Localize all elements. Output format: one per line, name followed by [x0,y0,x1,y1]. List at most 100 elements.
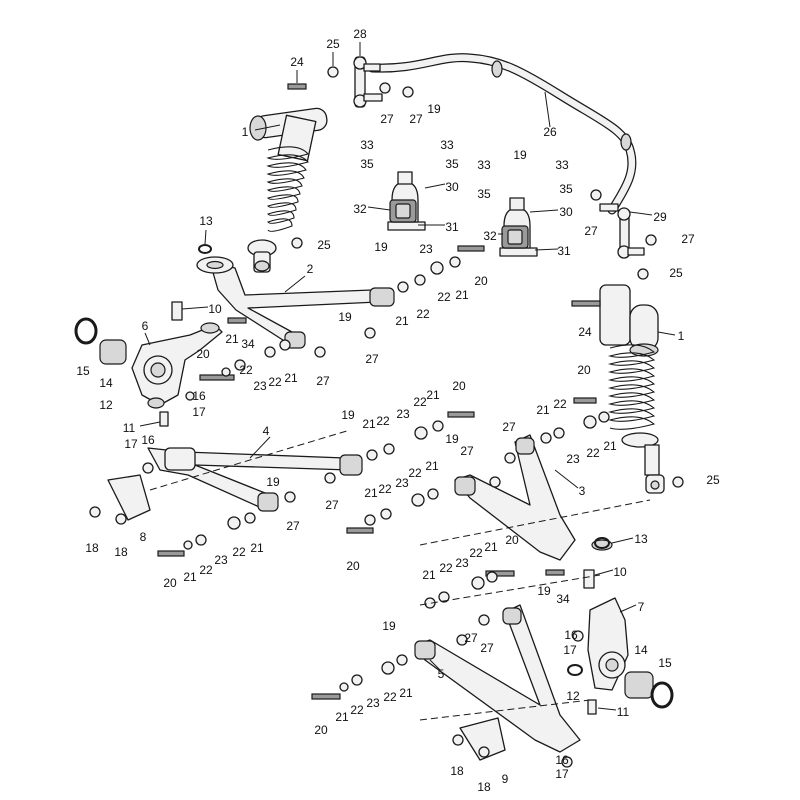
part-callout-12: 12 [99,398,113,412]
part-callout-13: 13 [199,214,213,228]
part-callout-1: 1 [678,329,685,343]
part-callout-22: 22 [383,690,397,704]
leader-lines [139,42,676,711]
part-callout-23: 23 [419,242,433,256]
part-callout-27: 27 [286,519,300,533]
part-callout-27: 27 [584,224,598,238]
part-callout-22: 22 [350,703,364,717]
part-callout-20: 20 [452,379,466,393]
part-callout-22: 22 [199,563,213,577]
part-callout-22: 22 [439,561,453,575]
part-callout-3: 3 [579,484,586,498]
part-callout-22: 22 [239,363,253,377]
part-callout-22: 22 [268,375,282,389]
hardware [89,66,684,768]
part-callout-34: 34 [241,337,255,351]
stabilizer-bar [367,53,637,215]
part-callout-34: 34 [556,592,570,606]
part-callout-19: 19 [341,408,355,422]
part-callout-14: 14 [99,376,113,390]
part-callout-21: 21 [225,332,239,346]
part-callout-2: 2 [307,262,314,276]
assembly-lines [149,429,651,721]
part-callout-19: 19 [266,475,280,489]
part-callout-21: 21 [422,568,436,582]
clamp-bushing-right [499,197,538,257]
part-callout-10: 10 [208,302,222,316]
part-callout-20: 20 [474,274,488,288]
part-callout-21: 21 [364,486,378,500]
part-callout-20: 20 [163,576,177,590]
part-callout-35: 35 [445,157,459,171]
upper-a-arm-left [196,256,395,349]
part-callout-11: 11 [123,421,136,435]
part-callout-22: 22 [376,414,390,428]
part-callout-22: 22 [232,545,246,559]
part-callout-20: 20 [505,533,519,547]
part-callout-33: 33 [360,138,374,152]
part-callout-27: 27 [464,631,478,645]
part-callout-21: 21 [399,686,413,700]
part-callout-22: 22 [408,466,422,480]
part-callout-19: 19 [445,432,459,446]
part-callout-10: 10 [613,565,627,579]
part-callout-24: 24 [578,325,592,339]
part-callout-6: 6 [142,319,149,333]
part-callout-26: 26 [543,125,557,139]
part-callout-21: 21 [425,459,439,473]
part-callout-23: 23 [395,476,409,490]
lower-a-arm-right [414,604,581,761]
part-callout-19: 19 [513,148,527,162]
part-callout-25: 25 [326,37,340,51]
part-callout-7: 7 [638,600,645,614]
part-callout-23: 23 [455,556,469,570]
part-callout-22: 22 [553,397,567,411]
part-callout-17: 17 [563,643,577,657]
part-callout-27: 27 [380,112,394,126]
part-callout-27: 27 [460,444,474,458]
part-callout-21: 21 [250,541,264,555]
part-callout-19: 19 [338,310,352,324]
part-callout-23: 23 [366,696,380,710]
part-callout-31: 31 [557,244,571,258]
shock-absorber-left [247,107,328,273]
part-callout-32: 32 [353,202,367,216]
part-callout-17: 17 [124,437,138,451]
part-callout-19: 19 [427,102,441,116]
part-callout-27: 27 [681,232,695,246]
part-callout-21: 21 [395,314,409,328]
part-callout-32: 32 [483,229,497,243]
part-callout-23: 23 [396,407,410,421]
part-callout-22: 22 [413,395,427,409]
part-callout-16: 16 [564,628,578,642]
part-callout-22: 22 [469,546,483,560]
part-callout-25: 25 [669,266,683,280]
part-callout-30: 30 [559,205,573,219]
part-callout-21: 21 [536,403,550,417]
stabilizer-link-right [599,203,645,259]
part-callout-24: 24 [290,55,304,69]
upper-a-arm-right [454,434,613,561]
part-callout-21: 21 [284,371,298,385]
part-callout-22: 22 [416,307,430,321]
part-callout-20: 20 [346,559,360,573]
part-callout-35: 35 [360,157,374,171]
part-callout-20: 20 [196,347,210,361]
part-callout-18: 18 [114,545,128,559]
part-callout-19: 19 [374,240,388,254]
steering-knuckle-right [587,597,674,709]
part-callout-23: 23 [566,452,580,466]
part-callout-33: 33 [440,138,454,152]
part-callout-33: 33 [477,158,491,172]
part-callout-21: 21 [335,710,349,724]
part-callout-16: 16 [555,753,569,767]
part-callout-4: 4 [263,424,270,438]
part-callout-21: 21 [183,570,197,584]
part-callout-27: 27 [325,498,339,512]
part-callout-20: 20 [314,723,328,737]
part-callout-21: 21 [362,417,376,431]
part-callout-16: 16 [192,389,206,403]
stabilizer-link-left [353,56,383,108]
shock-absorber-right [599,284,665,494]
